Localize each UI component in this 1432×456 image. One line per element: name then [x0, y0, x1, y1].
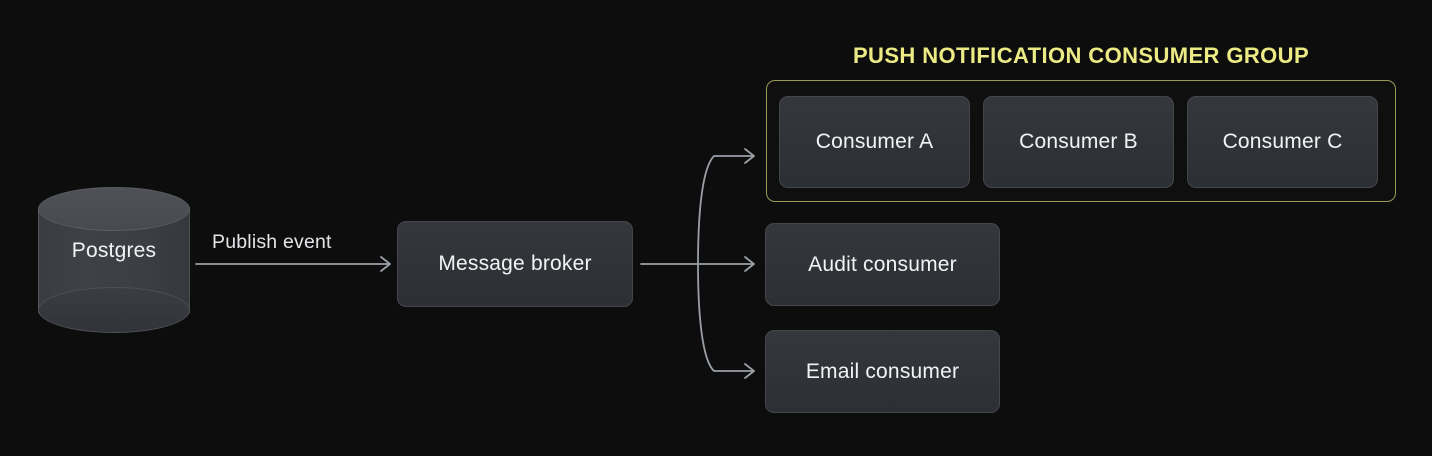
email-consumer-node[interactable]: Email consumer	[765, 330, 1000, 413]
arrowhead-audit	[744, 256, 755, 272]
consumer-b-label: Consumer B	[1019, 130, 1138, 153]
postgres-database-node[interactable]: Postgres	[38, 187, 190, 333]
message-broker-node[interactable]: Message broker	[397, 221, 633, 307]
edge-branch-to-email	[697, 263, 753, 372]
publish-event-label: Publish event	[212, 231, 332, 253]
consumer-a-label: Consumer A	[815, 130, 934, 153]
arrowhead-email	[744, 363, 755, 379]
arrowhead-postgres-to-broker	[380, 256, 391, 272]
cylinder-top-ellipse	[38, 187, 190, 231]
edge-branch-to-consumer-group	[697, 155, 753, 265]
consumer-a-node[interactable]: Consumer A	[779, 96, 970, 188]
audit-consumer-label: Audit consumer	[808, 252, 957, 276]
consumer-c-label: Consumer C	[1222, 130, 1343, 153]
consumer-group-title: PUSH NOTIFICATION CONSUMER GROUP	[852, 43, 1310, 68]
audit-consumer-node[interactable]: Audit consumer	[765, 223, 1000, 306]
consumer-b-node[interactable]: Consumer B	[983, 96, 1174, 188]
arrowhead-consumer-group	[744, 148, 755, 164]
message-broker-label: Message broker	[438, 252, 592, 275]
consumer-c-node[interactable]: Consumer C	[1187, 96, 1378, 188]
cylinder-bottom-ellipse	[38, 287, 190, 333]
postgres-label: Postgres	[71, 239, 157, 262]
email-consumer-label: Email consumer	[805, 359, 960, 383]
